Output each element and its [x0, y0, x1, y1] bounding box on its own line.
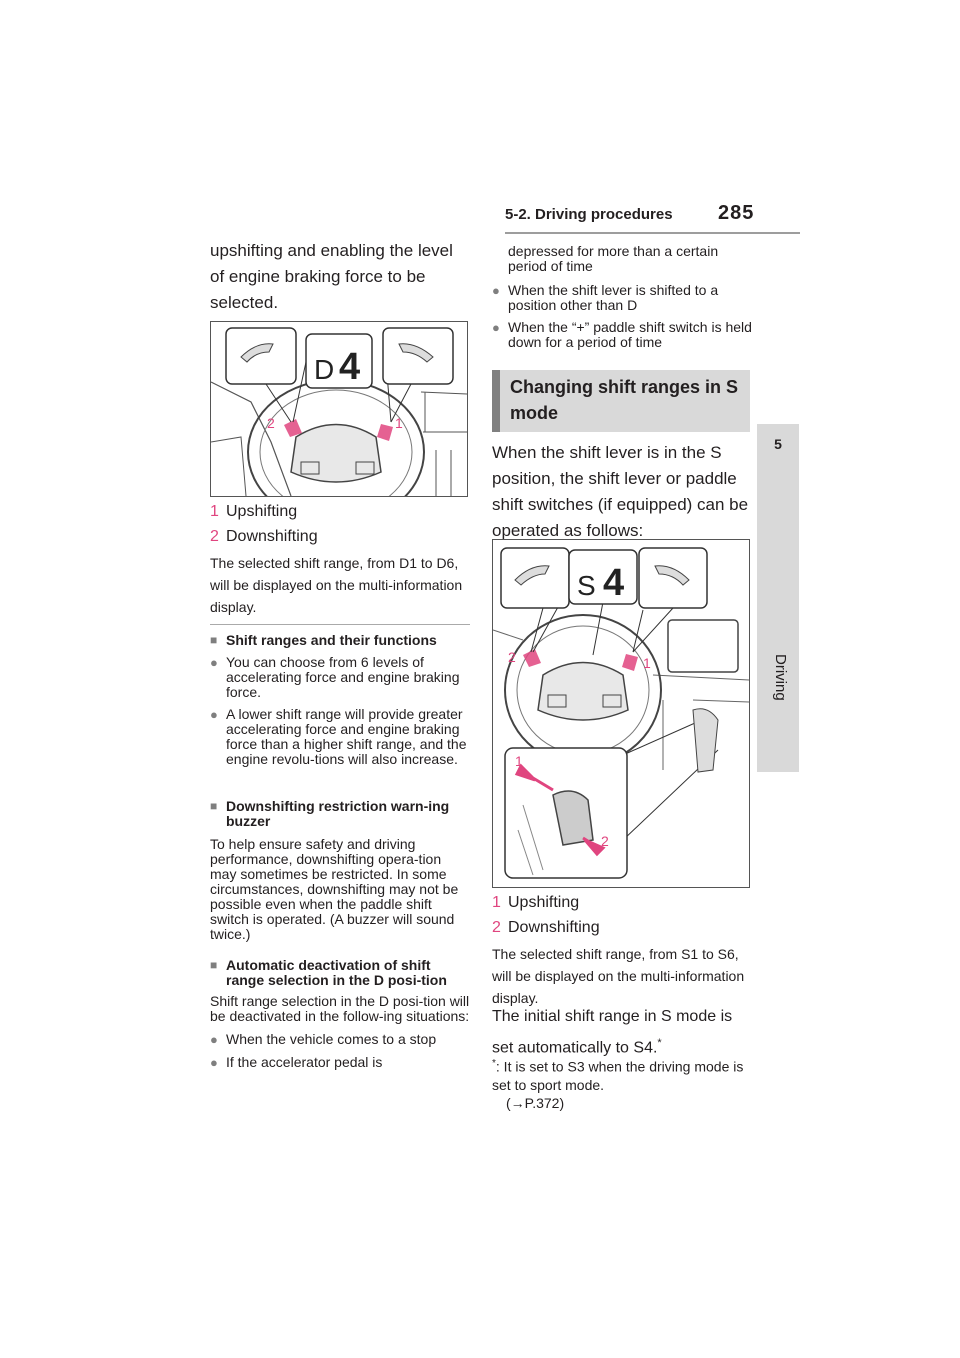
continued-text: depressed for more than a certain period… — [508, 243, 719, 274]
list-item: A lower shift range will provide greater… — [210, 707, 470, 767]
chapter-name: Driving — [772, 654, 789, 701]
section-heading: Shift ranges and their functions — [210, 633, 470, 649]
body-text: Shift range selection in the D posi-tion… — [210, 993, 470, 1024]
initial-range-note: The initial shift range in S mode is set… — [492, 1008, 733, 1057]
fig2-marker-1: 1 — [643, 655, 651, 671]
list-item: If the accelerator pedal is — [210, 1055, 470, 1071]
fig2-gear-number: 4 — [603, 562, 624, 604]
section-heading: Downshifting restriction warn-ing buzzer — [210, 799, 470, 829]
fig1-marker-1: 1 — [395, 415, 403, 431]
right-bullets: When the shift lever is shifted to a pos… — [492, 283, 754, 350]
section-heading-s-mode: Changing shift ranges in S mode — [492, 370, 750, 432]
section-auto-deactivation: Automatic deactivation of shift range se… — [210, 958, 470, 1071]
figure-s-mode: 2 1 S 4 1 2 — [492, 539, 750, 888]
section-shift-ranges: Shift ranges and their functions You can… — [210, 633, 470, 767]
fig2-marker-2: 2 — [508, 649, 516, 665]
s-mode-body: When the shift lever is in the S positio… — [492, 443, 749, 540]
chapter-number: 5 — [774, 436, 782, 452]
chapter-tab — [757, 424, 799, 772]
s-mode-illustration: 2 1 S 4 1 2 — [493, 547, 749, 879]
list-item: When the shift lever is shifted to a pos… — [492, 283, 754, 313]
section-downshift-buzzer: Downshifting restriction warn-ing buzzer… — [210, 799, 470, 942]
caption-left: The selected shift range, from D1 to D6,… — [210, 555, 463, 615]
section-heading: Automatic deactivation of shift range se… — [210, 958, 470, 988]
fig2-gear-letter: S — [577, 570, 596, 601]
section-title: 5-2. Driving procedures — [505, 206, 673, 223]
page-number: 285 — [718, 202, 755, 224]
caption-right: The selected shift range, from S1 to S6,… — [492, 946, 745, 1006]
lever-marker-2: 2 — [601, 833, 609, 849]
list-item: When the vehicle comes to a stop — [210, 1032, 470, 1048]
page-reference-link[interactable]: (→P.372) — [506, 1094, 565, 1111]
list-item: When the “+” paddle shift switch is held… — [492, 320, 754, 350]
fig1-gear-letter: D — [314, 354, 334, 385]
list-item: You can choose from 6 levels of accelera… — [210, 655, 470, 700]
header-rule — [505, 232, 800, 234]
body-text: To help ensure safety and driving perfor… — [210, 836, 459, 942]
fig1-gear-number: 4 — [339, 346, 360, 388]
fig1-marker-2: 2 — [267, 415, 275, 431]
d-mode-illustration: 2 1 D 4 — [211, 327, 467, 496]
footnote: *: It is set to S3 when the driving mode… — [492, 1055, 754, 1112]
figure-d-mode: 2 1 D 4 — [210, 321, 468, 497]
divider — [210, 624, 470, 625]
intro-text: upshifting and enabling the level of eng… — [210, 241, 453, 312]
lever-marker-1: 1 — [515, 753, 523, 769]
